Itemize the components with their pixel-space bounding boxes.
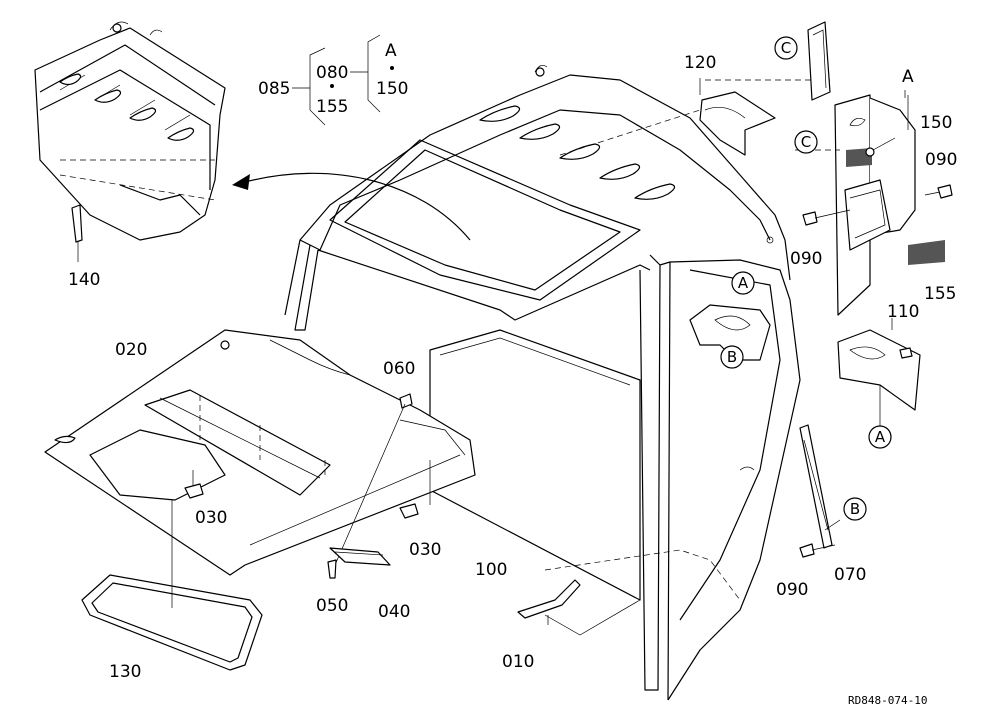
label-110: 110	[887, 302, 919, 322]
ref-a-cab: A	[731, 271, 755, 295]
svg-text:B: B	[727, 348, 737, 366]
ref-b-cab: B	[720, 345, 744, 369]
ref-b-070: B	[843, 497, 867, 521]
part-130-seal	[81, 574, 263, 671]
ref-c-mid: C	[794, 130, 818, 154]
label-020: 020	[115, 340, 147, 360]
label-030-right: 030	[409, 540, 441, 560]
label-080: 080	[316, 63, 348, 83]
label-100: 100	[475, 560, 507, 580]
part-030-fastener-right	[399, 460, 431, 519]
label-090-right: 090	[925, 150, 957, 170]
part-010-strip	[517, 579, 581, 625]
part-060-050-040	[327, 393, 413, 579]
detail-arrow	[232, 172, 471, 241]
part-020-headliner	[44, 329, 476, 576]
label-050: 050	[316, 596, 348, 616]
callout-group-bracket	[292, 34, 394, 126]
drawing-code: RD848-074-10	[848, 694, 927, 707]
part-labels: 085 080 155 A 150 120 140 020 060 030 03…	[68, 41, 957, 682]
label-a-bracket: A	[902, 67, 914, 87]
svg-text:C: C	[781, 39, 791, 57]
label-150-bracket: 150	[920, 113, 952, 133]
right-bracket-assembly	[705, 21, 953, 316]
label-010: 010	[502, 652, 534, 672]
svg-text:C: C	[801, 133, 811, 151]
label-130: 130	[109, 662, 141, 682]
ref-a-110: A	[868, 425, 892, 449]
label-030-left: 030	[195, 508, 227, 528]
ref-c-top: C	[774, 36, 798, 60]
part-070-strut	[799, 424, 841, 558]
label-040: 040	[378, 602, 410, 622]
label-150-group: 150	[376, 79, 408, 99]
svg-text:A: A	[738, 274, 749, 292]
part-120-trim	[559, 78, 776, 156]
label-120: 120	[684, 53, 716, 73]
svg-text:A: A	[875, 428, 886, 446]
label-090-mid: 090	[790, 249, 822, 269]
part-110-trim	[837, 318, 921, 427]
label-090-bottom: 090	[776, 580, 808, 600]
part-140-clip	[71, 204, 83, 262]
label-060: 060	[383, 359, 415, 379]
label-a-group: A	[385, 41, 397, 61]
label-155-bracket: 155	[924, 284, 956, 304]
reference-circles: C C A B A B	[720, 36, 892, 521]
label-085: 085	[258, 79, 290, 99]
roof-detail-inset	[34, 21, 226, 241]
label-155-group: 155	[316, 97, 348, 117]
label-070: 070	[834, 565, 866, 585]
label-140: 140	[68, 270, 100, 290]
svg-text:B: B	[850, 500, 860, 518]
part-030-fastener-left	[171, 470, 204, 608]
